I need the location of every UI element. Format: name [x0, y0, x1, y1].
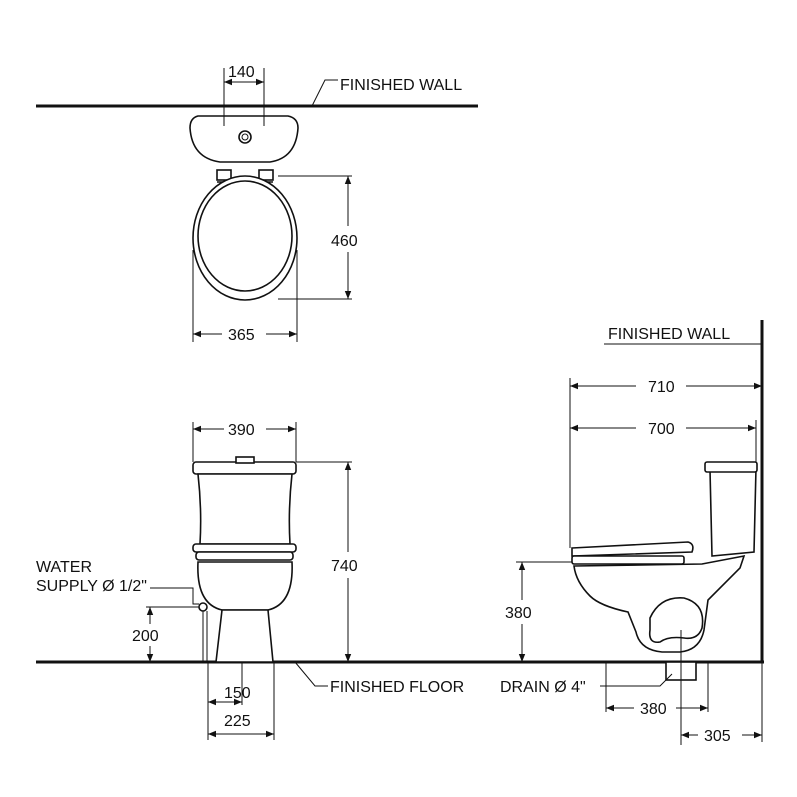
front-flush-button	[235, 456, 255, 464]
finished-wall-label-side: FINISHED WALL	[608, 326, 730, 343]
finished-wall-leader-top	[311, 79, 338, 107]
dim-140-text: 140	[228, 64, 255, 81]
dim-365-text: 365	[228, 327, 255, 344]
finished-floor-leader	[294, 661, 328, 687]
side-view: FINISHED WALL DRAIN Ø 4" 710 700 380	[500, 320, 764, 745]
seat-hinge-right	[258, 169, 274, 181]
dim-460-text: 460	[331, 233, 358, 250]
dim-380d-text: 380	[640, 701, 667, 718]
front-view: WATER SUPPLY Ø 1/2" 200 390 740 150 225	[36, 422, 358, 740]
water-supply-inlet	[198, 602, 208, 612]
side-tank	[709, 467, 757, 557]
finished-floor-label: FINISHED FLOOR	[330, 679, 464, 696]
seat-lid-outer	[192, 175, 298, 301]
drain-leader	[600, 673, 673, 687]
dim-740-text: 740	[331, 558, 358, 575]
side-seat	[571, 541, 694, 557]
dim-710-text: 710	[648, 379, 675, 396]
side-bowl	[573, 554, 746, 653]
dim-200-text: 200	[132, 628, 159, 645]
side-trapway	[648, 597, 704, 644]
front-tank-body	[197, 473, 293, 545]
front-seat	[192, 543, 297, 553]
top-view: FINISHED WALL 140 460 365	[36, 64, 478, 344]
water-supply-leader	[150, 587, 199, 605]
water-supply-label-2: SUPPLY Ø 1/2"	[36, 578, 147, 595]
water-supply-label-1: WATER	[36, 559, 92, 576]
side-seat-lower	[571, 555, 685, 565]
dim-305-text: 305	[704, 728, 731, 745]
dim-700-text: 700	[648, 421, 675, 438]
dim-225-text: 225	[224, 713, 251, 730]
dim-150-text: 150	[224, 685, 251, 702]
tank-top-outline	[189, 115, 299, 163]
seat-hinge-left	[216, 169, 232, 181]
front-bowl	[197, 561, 293, 611]
flush-button-top	[238, 130, 252, 144]
front-pedestal	[215, 609, 274, 663]
dim-380h-text: 380	[505, 605, 532, 622]
front-seat-ring	[195, 551, 294, 561]
seat-lid-inner	[197, 180, 293, 292]
drain-label: DRAIN Ø 4"	[500, 679, 586, 696]
flush-button-top-inner	[241, 133, 249, 141]
finished-wall-label-top: FINISHED WALL	[340, 77, 462, 94]
side-tank-lid	[704, 461, 758, 473]
dim-390-text: 390	[228, 422, 255, 439]
